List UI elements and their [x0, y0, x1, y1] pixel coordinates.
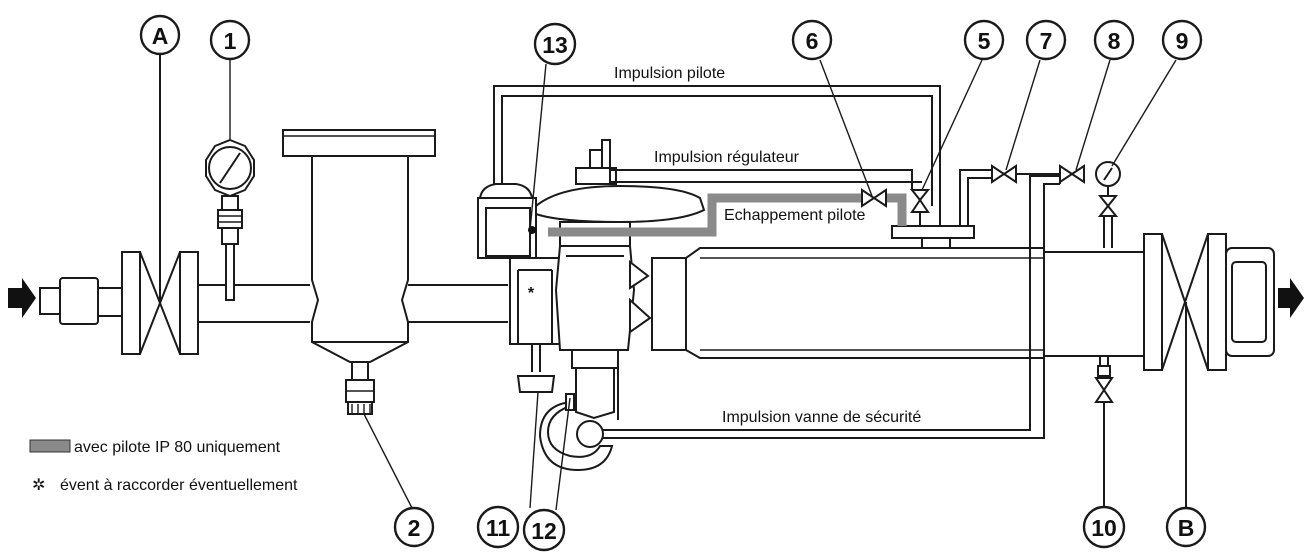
label-impulsion-vanne: Impulsion vanne de sécurité — [722, 409, 921, 426]
label-echappement-pilote: Echappement pilote — [724, 207, 866, 224]
callout-7: 7 — [1025, 19, 1067, 61]
svg-text:6: 6 — [806, 28, 819, 54]
svg-text:8: 8 — [1108, 28, 1121, 54]
needle-valve-7 — [991, 164, 1060, 184]
callout-a: A — [139, 14, 181, 56]
inlet-pressure-gauge — [205, 138, 255, 301]
svg-text:11: 11 — [486, 515, 511, 541]
callout-6: 6 — [791, 19, 833, 61]
legend: avec pilote IP 80 uniquement ✲ évent à r… — [29, 439, 298, 494]
filter-outlet-pipe — [408, 284, 508, 323]
callout-9: 9 — [1161, 19, 1203, 61]
label-impulsion-regulateur: Impulsion régulateur — [654, 149, 800, 166]
inlet-pipe — [198, 284, 310, 323]
gas-filter — [282, 129, 436, 415]
svg-text:5: 5 — [978, 28, 991, 54]
outlet-isolation-valve-b — [1143, 233, 1275, 508]
impulsion-regulateur-line — [601, 139, 922, 190]
svg-text:10: 10 — [1091, 515, 1117, 541]
legend-star-text: évent à raccorder éventuellement — [60, 477, 298, 494]
needle-valve-5 — [909, 189, 931, 226]
callout-12: 12 — [522, 508, 566, 552]
needle-valve-8 — [1059, 164, 1085, 184]
impulsion-pilote-line — [493, 85, 941, 226]
svg-text:7: 7 — [1040, 28, 1053, 54]
callout-5: 5 — [963, 19, 1005, 61]
inlet-arrow-icon — [8, 278, 36, 318]
callout-1: 1 — [209, 19, 251, 61]
svg-text:9: 9 — [1176, 28, 1189, 54]
callout-11: 11 — [476, 505, 520, 549]
callout-b: B — [1165, 506, 1207, 548]
svg-text:A: A — [152, 23, 169, 49]
outlet-pressure-gauge — [1095, 161, 1121, 248]
legend-star-icon: ✲ — [32, 477, 45, 494]
callout-13: 13 — [533, 22, 577, 66]
callout-2: 2 — [393, 506, 435, 548]
leader-lines — [229, 59, 1177, 511]
svg-text:B: B — [1178, 515, 1195, 541]
label-impulsion-pilote: Impulsion pilote — [614, 65, 725, 82]
legend-grey-swatch — [29, 439, 71, 453]
inlet-isolation-valve-a — [121, 44, 199, 355]
outlet-pipe-section — [651, 247, 1144, 359]
svg-text:2: 2 — [408, 515, 421, 541]
outlet-arrow-icon — [1278, 278, 1304, 318]
svg-text:12: 12 — [531, 518, 557, 544]
inlet-fitting — [39, 277, 122, 325]
svg-text:13: 13 — [542, 32, 568, 58]
vent-asterisk: * — [528, 285, 535, 302]
callout-8: 8 — [1093, 19, 1135, 61]
pressure-regulator — [535, 149, 706, 472]
callout-10: 10 — [1082, 505, 1126, 549]
impulsion-vanne-line — [602, 175, 1060, 439]
svg-text:1: 1 — [224, 28, 237, 54]
echappement-pilote-line — [548, 193, 907, 237]
sensing-manifold — [891, 169, 992, 248]
drain-valve — [1094, 356, 1114, 508]
needle-valve-6 — [861, 188, 887, 208]
legend-grey-text: avec pilote IP 80 uniquement — [74, 439, 281, 456]
